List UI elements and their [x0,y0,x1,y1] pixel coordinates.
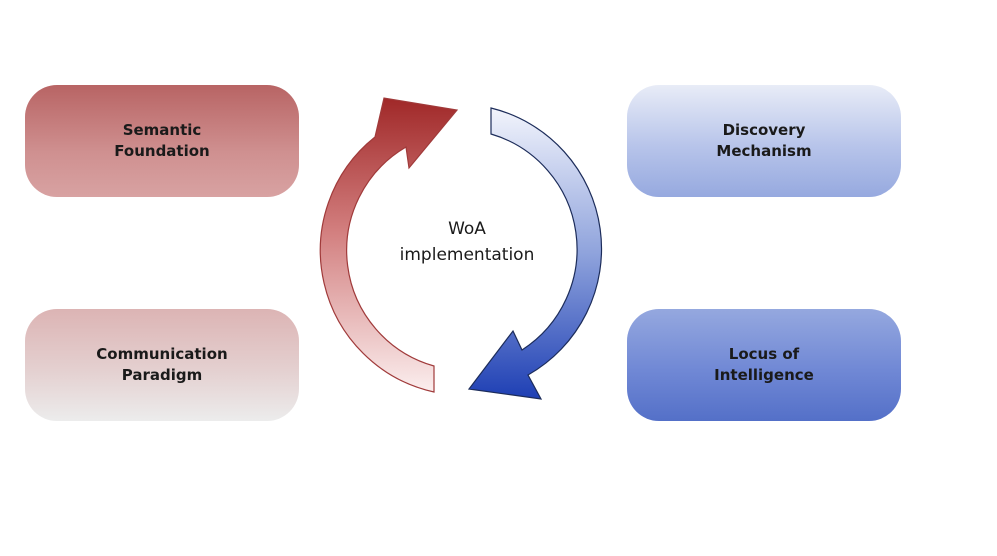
blue-cycle-arrow [467,107,603,400]
communication-paradigm-label: Communication Paradigm [96,345,228,384]
locus-of-intelligence-box: Locus of Intelligence [627,309,901,421]
semantic-foundation-box: Semantic Foundation [25,85,299,197]
red-cycle-arrow [319,97,459,393]
semantic-foundation-label: Semantic Foundation [114,121,210,160]
discovery-mechanism-label: Discovery Mechanism [716,121,812,160]
center-label: WoA implementation [399,219,535,265]
communication-paradigm-box: Communication Paradigm [25,309,299,421]
locus-of-intelligence-label: Locus of Intelligence [714,345,814,384]
discovery-mechanism-box: Discovery Mechanism [627,85,901,197]
